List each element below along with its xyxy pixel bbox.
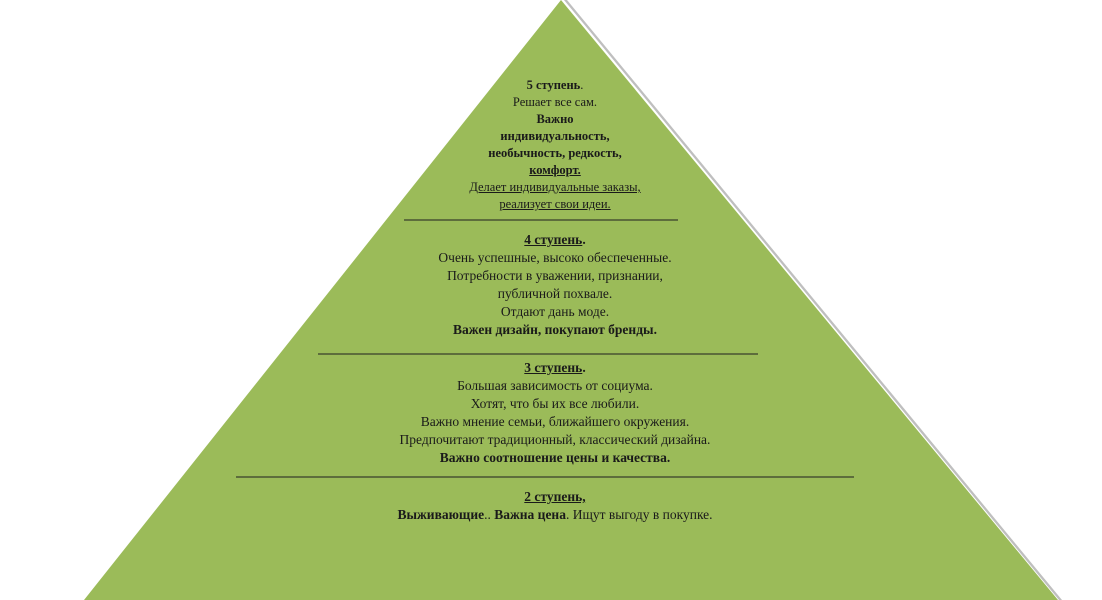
level-2-bold-price: Важна цена bbox=[494, 507, 566, 522]
level-2-block: 2 ступень, Выживающие.. Важна цена. Ищут… bbox=[250, 488, 860, 524]
level-5-line: Решает все сам. bbox=[512, 95, 598, 109]
level-5-block: 5 ступень. Решает все сам. Важно индивид… bbox=[410, 77, 700, 213]
level-2-rest: . Ищут выгоду в покупке. bbox=[565, 507, 713, 522]
level-4-title-tail: . bbox=[582, 232, 586, 247]
level-3-title-tail: . bbox=[582, 360, 586, 375]
level-4-title: 4 ступень. bbox=[330, 231, 780, 249]
level-4-line: публичной похвале. bbox=[497, 286, 613, 301]
level-3-line: Важно мнение семьи, ближайшего окружения… bbox=[420, 414, 690, 429]
level-4-title-text: 4 ступень bbox=[524, 232, 583, 247]
pyramid-shadow bbox=[564, 0, 1062, 600]
level-3-line: Важно соотношение цены и качества. bbox=[439, 450, 671, 465]
level-2-line: Выживающие.. Важна цена. Ищут выгоду в п… bbox=[250, 506, 860, 524]
level-3-block: 3 ступень. Большая зависимость от социум… bbox=[290, 359, 820, 467]
level-2-title: 2 ступень, bbox=[524, 489, 586, 504]
level-5-line: Делает индивидуальные заказы, bbox=[469, 180, 641, 194]
level-5-title-text: 5 ступень bbox=[526, 78, 581, 92]
level-3-line: Хотят, что бы их все любили. bbox=[470, 396, 640, 411]
level-2-sep: .. bbox=[484, 507, 495, 522]
level-5-line: реализует свои идеи. bbox=[499, 197, 611, 211]
level-5-line: индивидуальность, bbox=[500, 129, 610, 143]
level-4-block: 4 ступень. Очень успешные, высоко обеспе… bbox=[330, 231, 780, 339]
level-5-line: необычность, редкость, bbox=[488, 146, 622, 160]
level-3-title: 3 ступень. bbox=[290, 359, 820, 377]
level-3-line: Большая зависимость от социума. bbox=[457, 378, 653, 393]
level-2-bold-survivors: Выживающие bbox=[397, 507, 485, 522]
level-4-line: Отдают дань моде. bbox=[500, 304, 610, 319]
level-5-line: Важно bbox=[536, 112, 574, 126]
level-5-line: комфорт. bbox=[529, 163, 581, 177]
level-3-title-text: 3 ступень bbox=[524, 360, 583, 375]
level-4-line: Важен дизайн, покупают бренды. bbox=[453, 322, 657, 337]
level-5-title-tail: . bbox=[580, 78, 584, 92]
level-4-line: Очень успешные, высоко обеспеченные. bbox=[438, 250, 672, 265]
level-3-line: Предпочитают традиционный, классический … bbox=[399, 432, 711, 447]
pyramid-triangle bbox=[84, 0, 1058, 600]
level-5-title: 5 ступень. bbox=[410, 77, 700, 94]
level-4-line: Потребности в уважении, признании, bbox=[447, 268, 663, 283]
